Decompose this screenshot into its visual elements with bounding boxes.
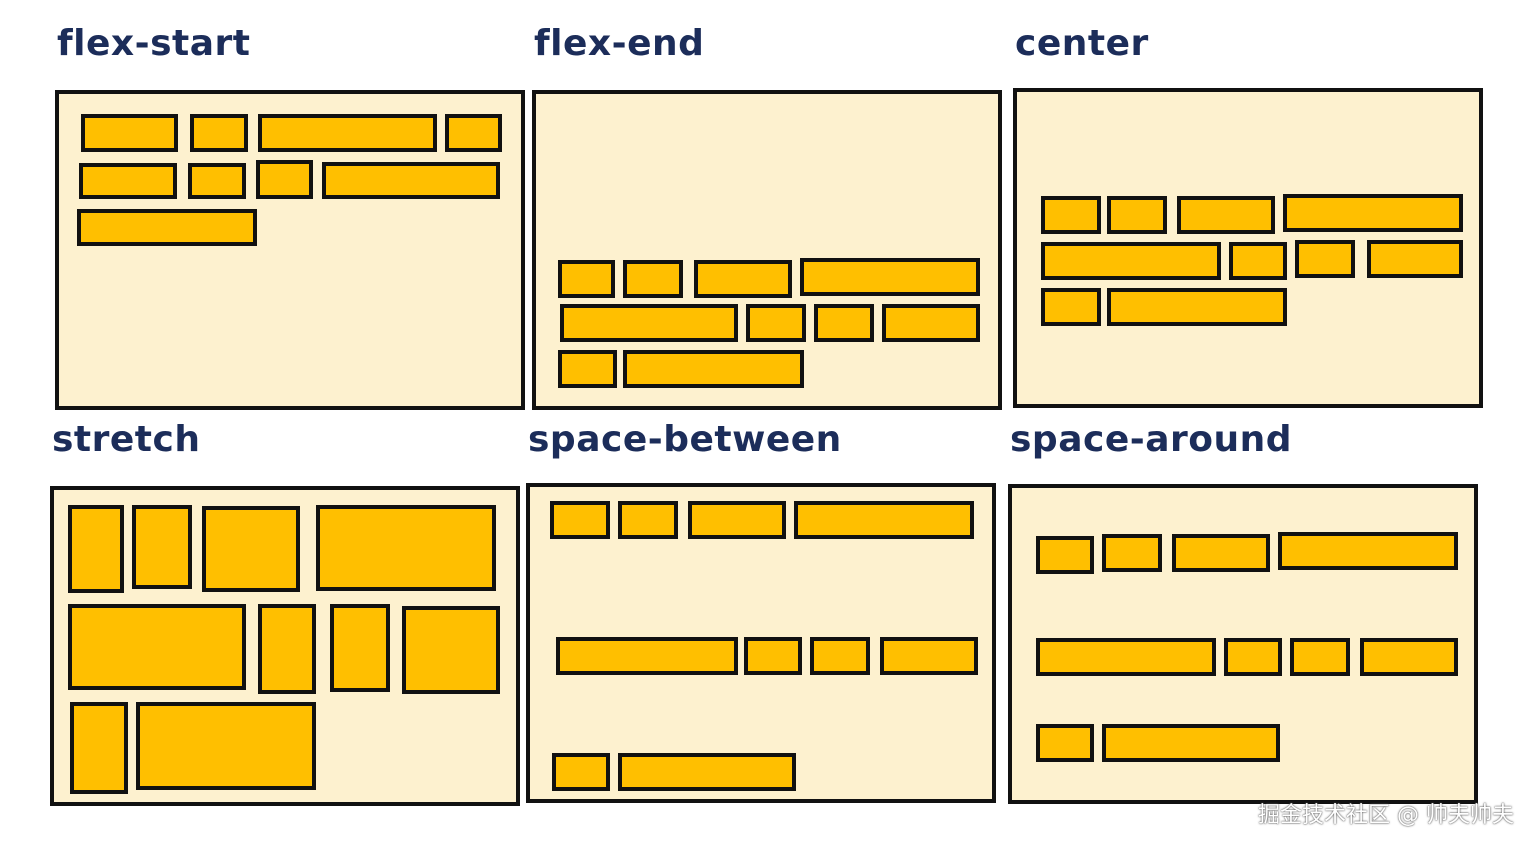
flex-item xyxy=(618,753,796,791)
flex-item xyxy=(552,753,610,791)
flex-item xyxy=(550,501,610,539)
panel-title: space-around xyxy=(1010,419,1292,460)
flex-item xyxy=(68,604,246,690)
container-box xyxy=(50,486,520,806)
panel-title: flex-end xyxy=(534,23,705,64)
flex-item xyxy=(1177,196,1275,234)
flex-item xyxy=(402,606,500,694)
flex-item xyxy=(558,260,615,298)
flex-item xyxy=(560,304,738,342)
flex-item xyxy=(1041,288,1101,326)
flex-item xyxy=(882,304,980,342)
flex-item xyxy=(1036,724,1094,762)
flex-item xyxy=(330,604,390,692)
flex-item xyxy=(316,505,496,591)
flex-item xyxy=(1036,638,1216,676)
flex-item xyxy=(256,160,313,199)
flex-item xyxy=(79,163,177,199)
panel-title: stretch xyxy=(52,419,201,460)
container-box xyxy=(1008,484,1478,804)
flex-item xyxy=(190,114,248,152)
flex-item xyxy=(136,702,316,790)
flex-item xyxy=(68,505,124,593)
flex-item xyxy=(623,350,804,388)
flex-item xyxy=(1360,638,1458,676)
flex-item xyxy=(1229,242,1287,280)
container-box xyxy=(1013,88,1483,408)
flex-item xyxy=(800,258,980,296)
flex-item xyxy=(810,637,870,675)
flex-item xyxy=(1041,242,1221,280)
container-box xyxy=(532,90,1002,410)
flex-item xyxy=(70,702,128,794)
container-box xyxy=(526,483,996,803)
flex-item xyxy=(1041,196,1101,234)
flex-item xyxy=(81,114,178,152)
flex-item xyxy=(1278,532,1458,570)
flex-item xyxy=(744,637,802,675)
flex-item xyxy=(132,505,192,589)
panel-title: space-between xyxy=(528,419,842,460)
flex-item xyxy=(1102,724,1280,762)
panel-title: center xyxy=(1015,23,1149,64)
flex-item xyxy=(258,114,437,152)
flex-item xyxy=(1107,196,1167,234)
flex-item xyxy=(1283,194,1463,232)
flex-item xyxy=(880,637,978,675)
flex-item xyxy=(1367,240,1463,278)
flex-item xyxy=(1172,534,1270,572)
flex-item xyxy=(746,304,806,342)
panel-title: flex-start xyxy=(57,23,251,64)
flex-item xyxy=(556,637,738,675)
flex-item xyxy=(77,209,257,246)
flex-item xyxy=(558,350,617,388)
flex-item xyxy=(694,260,792,298)
flex-item xyxy=(1107,288,1287,326)
flex-item xyxy=(1102,534,1162,572)
flex-item xyxy=(1224,638,1282,676)
container-box xyxy=(55,90,525,410)
flex-item xyxy=(188,163,246,199)
flex-item xyxy=(794,501,974,539)
flex-item xyxy=(322,162,500,199)
flex-item xyxy=(688,501,786,539)
flex-item xyxy=(1290,638,1350,676)
flex-item xyxy=(258,604,316,694)
flex-item xyxy=(618,501,678,539)
flex-item xyxy=(814,304,874,342)
flex-item xyxy=(1036,536,1094,574)
flex-item xyxy=(623,260,683,298)
flex-item xyxy=(1295,240,1355,278)
flex-item xyxy=(202,506,300,592)
watermark: 掘金技术社区 @ 帅夫帅夫 xyxy=(1258,803,1514,828)
flex-item xyxy=(445,114,502,152)
